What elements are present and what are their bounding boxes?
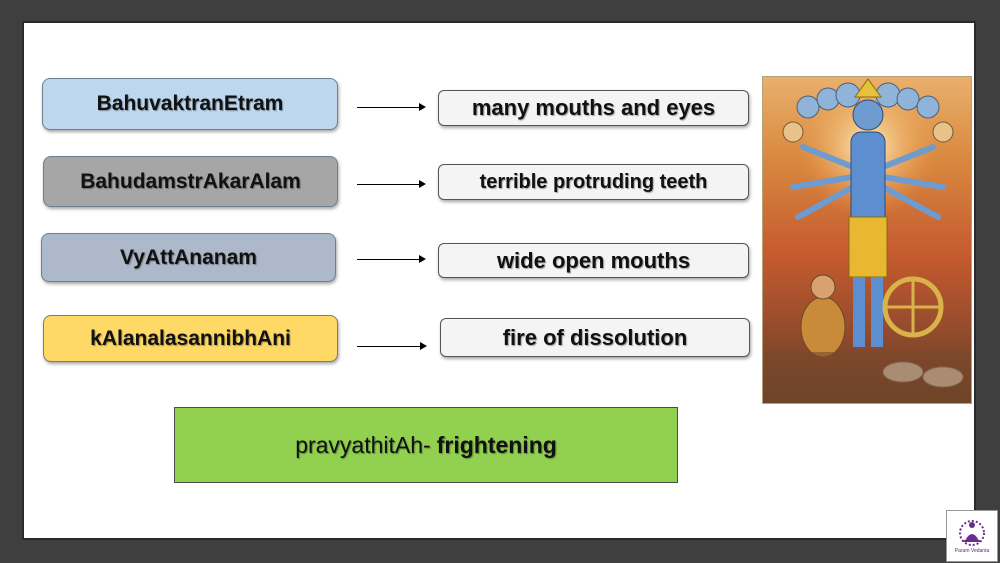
arrow-icon	[357, 342, 427, 350]
param-vedanta-logo: Param Vedanta	[946, 510, 998, 562]
summary-term: pravyathitAh-	[295, 431, 431, 458]
arrow-icon	[357, 255, 426, 263]
vishvarupa-image	[762, 76, 972, 404]
meaning-label: wide open mouths	[496, 247, 691, 273]
meaning-box-1: many mouths and eyes	[438, 90, 749, 126]
arrow-icon	[357, 103, 426, 111]
meaning-box-3: wide open mouths	[438, 243, 749, 278]
term-box-4: kAlanalasannibhAni	[43, 315, 338, 362]
term-label: BahuvaktranEtram	[96, 92, 284, 115]
term-box-2: BahudamstrAkarAlam	[43, 156, 338, 207]
meditation-logo-icon	[959, 520, 985, 546]
meaning-label: terrible protruding teeth	[479, 170, 708, 193]
meaning-box-4: fire of dissolution	[440, 318, 750, 357]
term-box-3: VyAttAnanam	[41, 233, 336, 282]
vishvarupa-illustration	[763, 77, 971, 403]
term-box-1: BahuvaktranEtram	[42, 78, 338, 130]
summary-box: pravyathitAh- frightening	[174, 407, 678, 483]
summary-meaning: frightening	[436, 431, 557, 458]
term-label: kAlanalasannibhAni	[90, 326, 291, 350]
arrow-icon	[357, 180, 426, 188]
meaning-box-2: terrible protruding teeth	[438, 164, 749, 200]
term-label: BahudamstrAkarAlam	[80, 169, 301, 193]
term-label: VyAttAnanam	[120, 245, 257, 269]
logo-caption: Param Vedanta	[954, 548, 990, 554]
meaning-label: fire of dissolution	[502, 324, 688, 350]
meaning-label: many mouths and eyes	[471, 95, 716, 120]
